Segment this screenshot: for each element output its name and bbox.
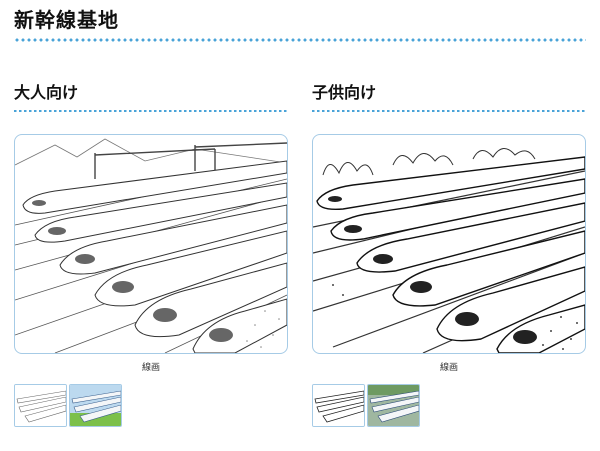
coloring-page-adult-line-art[interactable] <box>14 134 288 354</box>
section-divider <box>312 110 586 112</box>
thumbnail-color[interactable] <box>69 384 122 427</box>
section-title-kids: 子供向け <box>312 83 377 102</box>
title-dotted-divider <box>14 38 586 42</box>
section-kids: 子供向け <box>312 80 586 427</box>
section-adult: 大人向け <box>14 80 288 427</box>
thumbnail-line-art[interactable] <box>14 384 67 427</box>
color-thumbnail-image <box>368 385 419 426</box>
color-thumbnail-image <box>70 385 121 426</box>
thumbnail-color[interactable] <box>367 384 420 427</box>
caption-line-art: 線画 <box>439 363 458 373</box>
section-title-adult: 大人向け <box>14 83 79 102</box>
thumbnail-strip <box>312 384 586 427</box>
thumbnail-line-art[interactable] <box>312 384 365 427</box>
coloring-page-kids-line-art[interactable] <box>312 134 586 354</box>
line-art-thumbnail-image <box>15 385 66 426</box>
page-title: 新幹線基地 <box>14 8 119 32</box>
caption-line-art: 線画 <box>141 363 160 373</box>
line-art-thumbnail-image <box>313 385 364 426</box>
train-yard-illustration <box>15 138 287 353</box>
train-yard-illustration-kids <box>313 148 585 353</box>
section-divider <box>14 110 288 112</box>
thumbnail-strip <box>14 384 288 427</box>
